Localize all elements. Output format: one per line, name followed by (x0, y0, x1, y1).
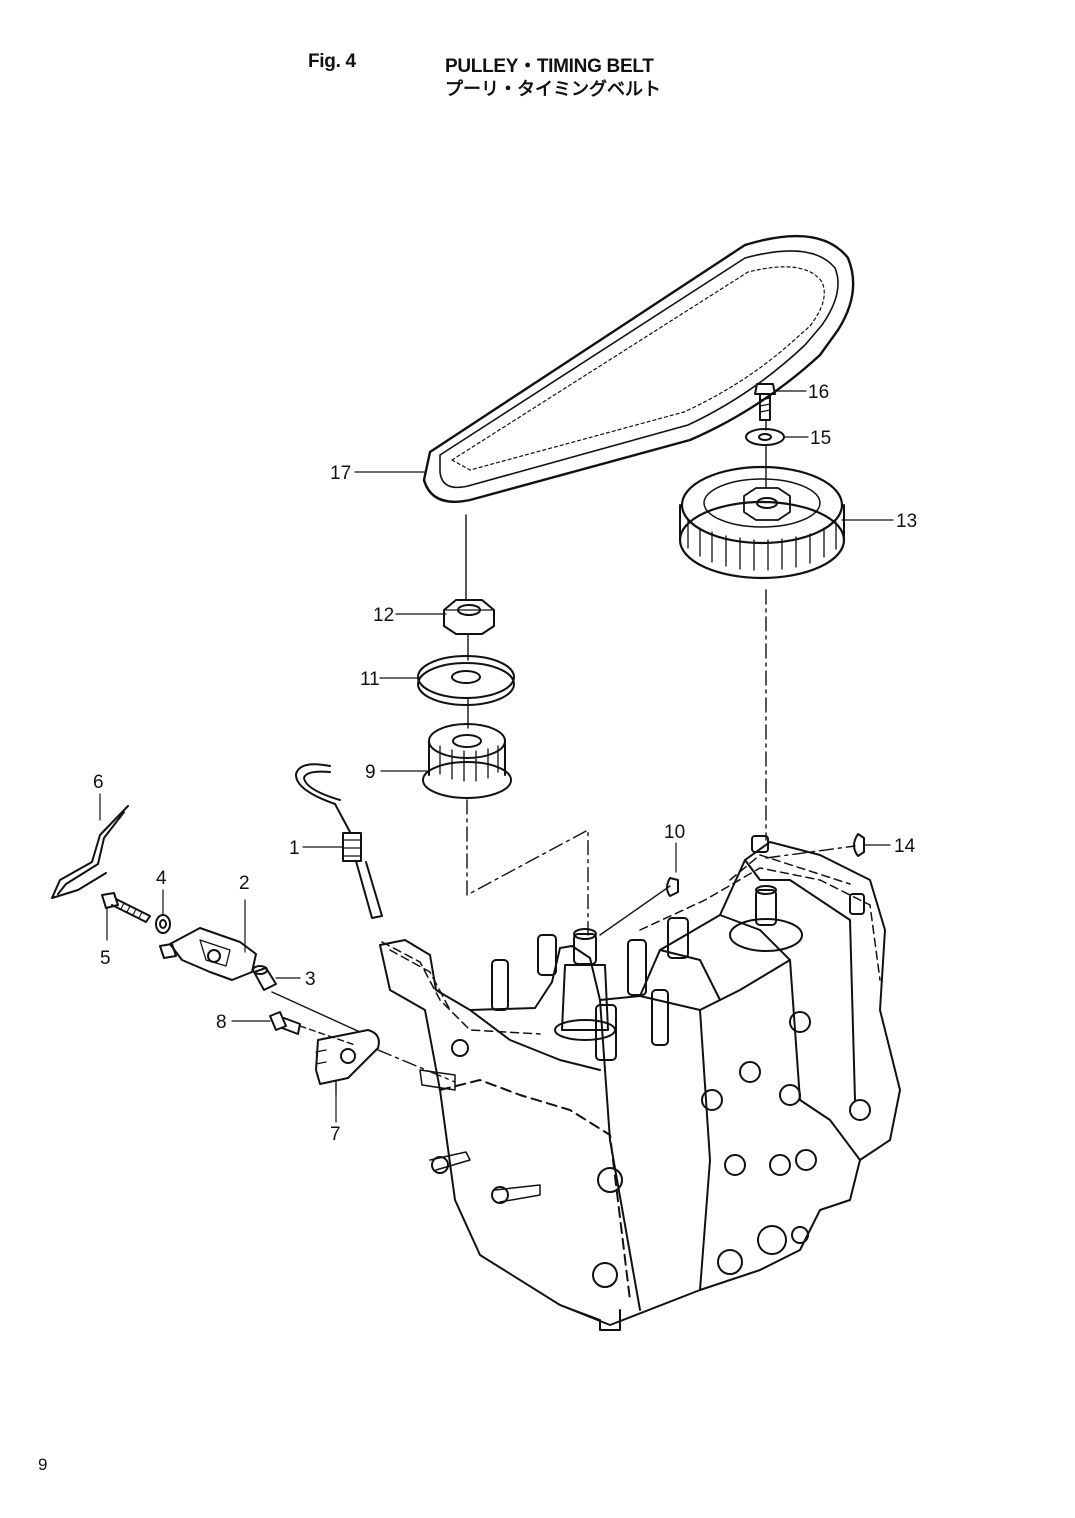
callout-5: 5 (100, 948, 111, 969)
callout-15: 15 (810, 428, 831, 449)
wire-link (51, 805, 129, 899)
driven-pulley (678, 465, 846, 580)
sleeve (252, 965, 277, 991)
woodruff-key-right (853, 833, 865, 857)
callout-16: 16 (808, 382, 829, 403)
collar (155, 914, 171, 934)
washer (745, 428, 785, 446)
oil-dipstick (294, 763, 383, 919)
cylinder-block (379, 835, 901, 1331)
screw (269, 1011, 301, 1035)
callout-11: 11 (360, 669, 380, 690)
figure-title-english: PULLEY・TIMING BELT (445, 56, 654, 77)
drive-pulley (422, 723, 512, 799)
bolt (754, 383, 776, 421)
page-number: 9 (38, 1455, 48, 1474)
callout-3: 3 (305, 969, 316, 990)
callout-12: 12 (373, 605, 394, 626)
callout-17: 17 (330, 463, 351, 484)
figure-title-japanese: プーリ・タイミングベルト (445, 79, 661, 100)
callout-13: 13 (896, 511, 917, 532)
timing-belt (422, 234, 855, 503)
pulley-nut (443, 599, 495, 635)
callout-labels: 1 2 3 4 5 6 7 8 9 10 11 12 13 14 15 16 1… (93, 382, 917, 1145)
assembly-centerlines (271, 419, 856, 1095)
callout-2: 2 (239, 873, 250, 894)
woodruff-key-left (666, 877, 679, 897)
callout-7: 7 (330, 1124, 341, 1145)
callout-14: 14 (894, 836, 916, 857)
callout-8: 8 (216, 1012, 227, 1033)
throttle-bracket (159, 927, 257, 981)
bracket-bolt (101, 892, 151, 923)
callout-1: 1 (289, 838, 300, 859)
callout-4: 4 (156, 868, 167, 889)
pulley-washer-plate (417, 655, 515, 706)
callout-10: 10 (664, 822, 685, 843)
lever-plate (315, 1029, 380, 1085)
callout-leaders (99, 390, 894, 1123)
callout-9: 9 (365, 762, 376, 783)
callout-6: 6 (93, 772, 104, 793)
figure-number: Fig. 4 (308, 51, 356, 72)
